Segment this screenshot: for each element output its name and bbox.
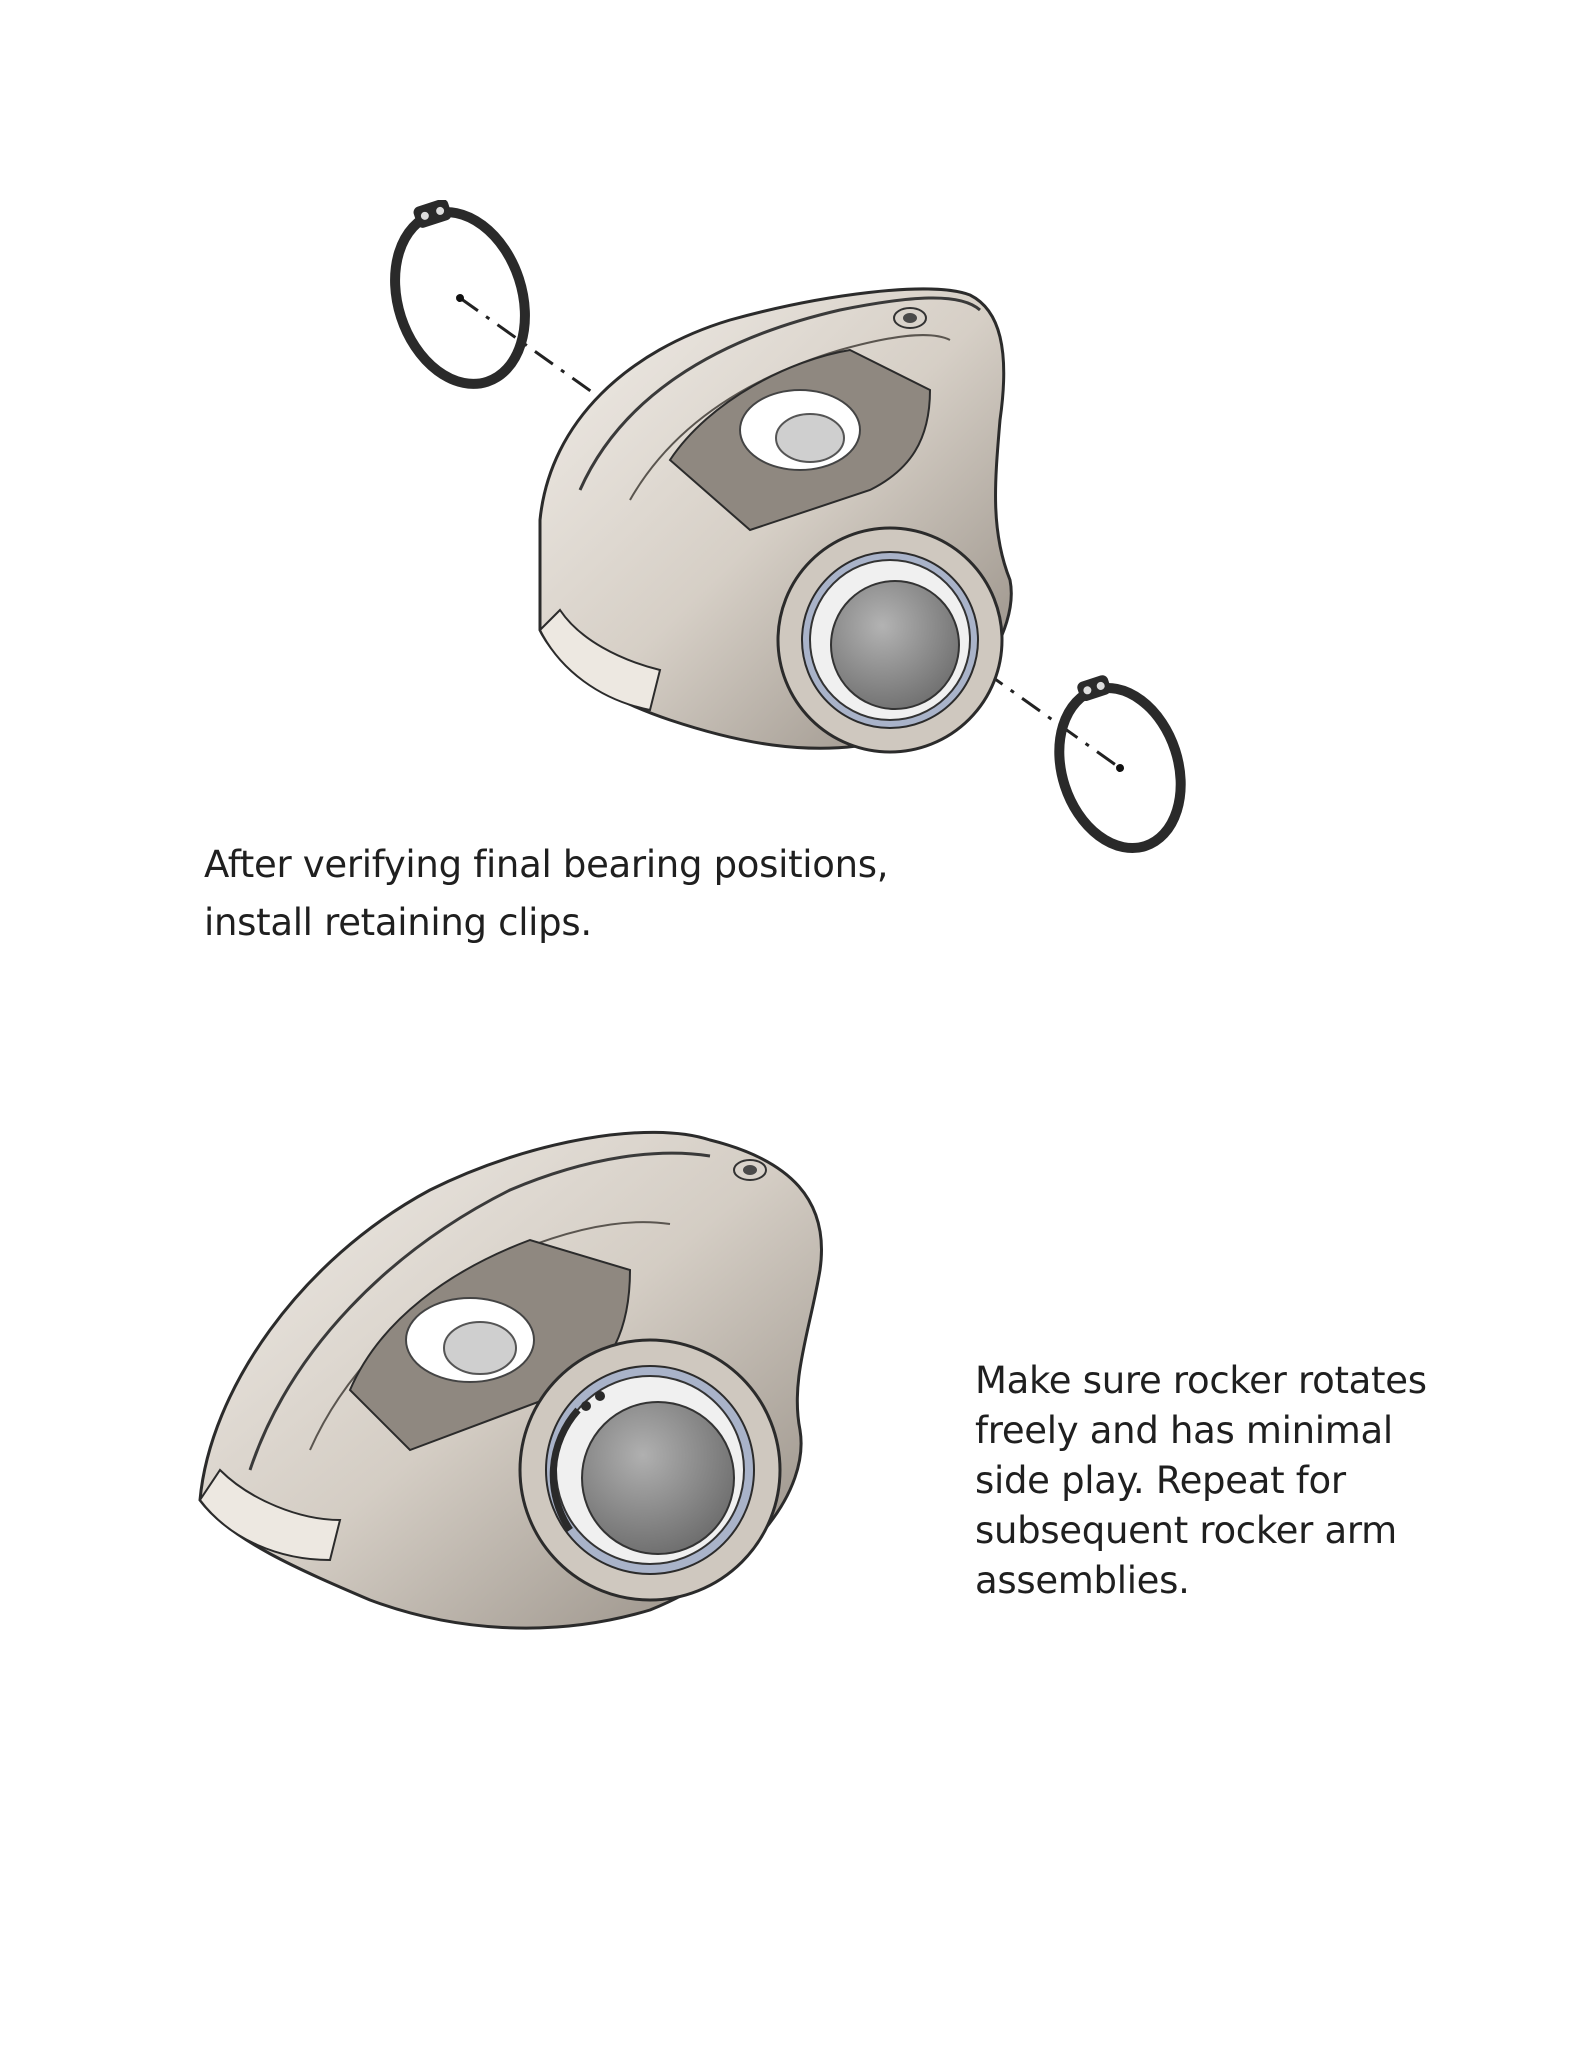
caption-line: side play. Repeat for bbox=[975, 1459, 1346, 1502]
retaining-clip-left bbox=[390, 200, 530, 389]
step-caption-install-clips: After verifying final bearing positions,… bbox=[204, 836, 964, 952]
retaining-clip-right bbox=[1054, 675, 1186, 854]
caption-line: subsequent rocker arm bbox=[975, 1509, 1397, 1552]
caption-line: install retaining clips. bbox=[204, 901, 592, 944]
rocker-arm-exploded-illustration bbox=[390, 200, 1186, 854]
caption-line: Make sure rocker rotates bbox=[975, 1359, 1427, 1402]
step-caption-check-rotation: Make sure rocker rotates freely and has … bbox=[975, 1356, 1455, 1606]
retaining-clip-installed bbox=[549, 1407, 581, 1532]
rocker-arm-body bbox=[198, 1130, 823, 1630]
caption-line: After verifying final bearing positions, bbox=[204, 843, 889, 886]
caption-line: freely and has minimal bbox=[975, 1409, 1393, 1452]
caption-line: assemblies. bbox=[975, 1559, 1190, 1602]
rocker-arm-body bbox=[538, 287, 1013, 754]
rocker-arm-assembled-illustration bbox=[198, 1130, 823, 1630]
